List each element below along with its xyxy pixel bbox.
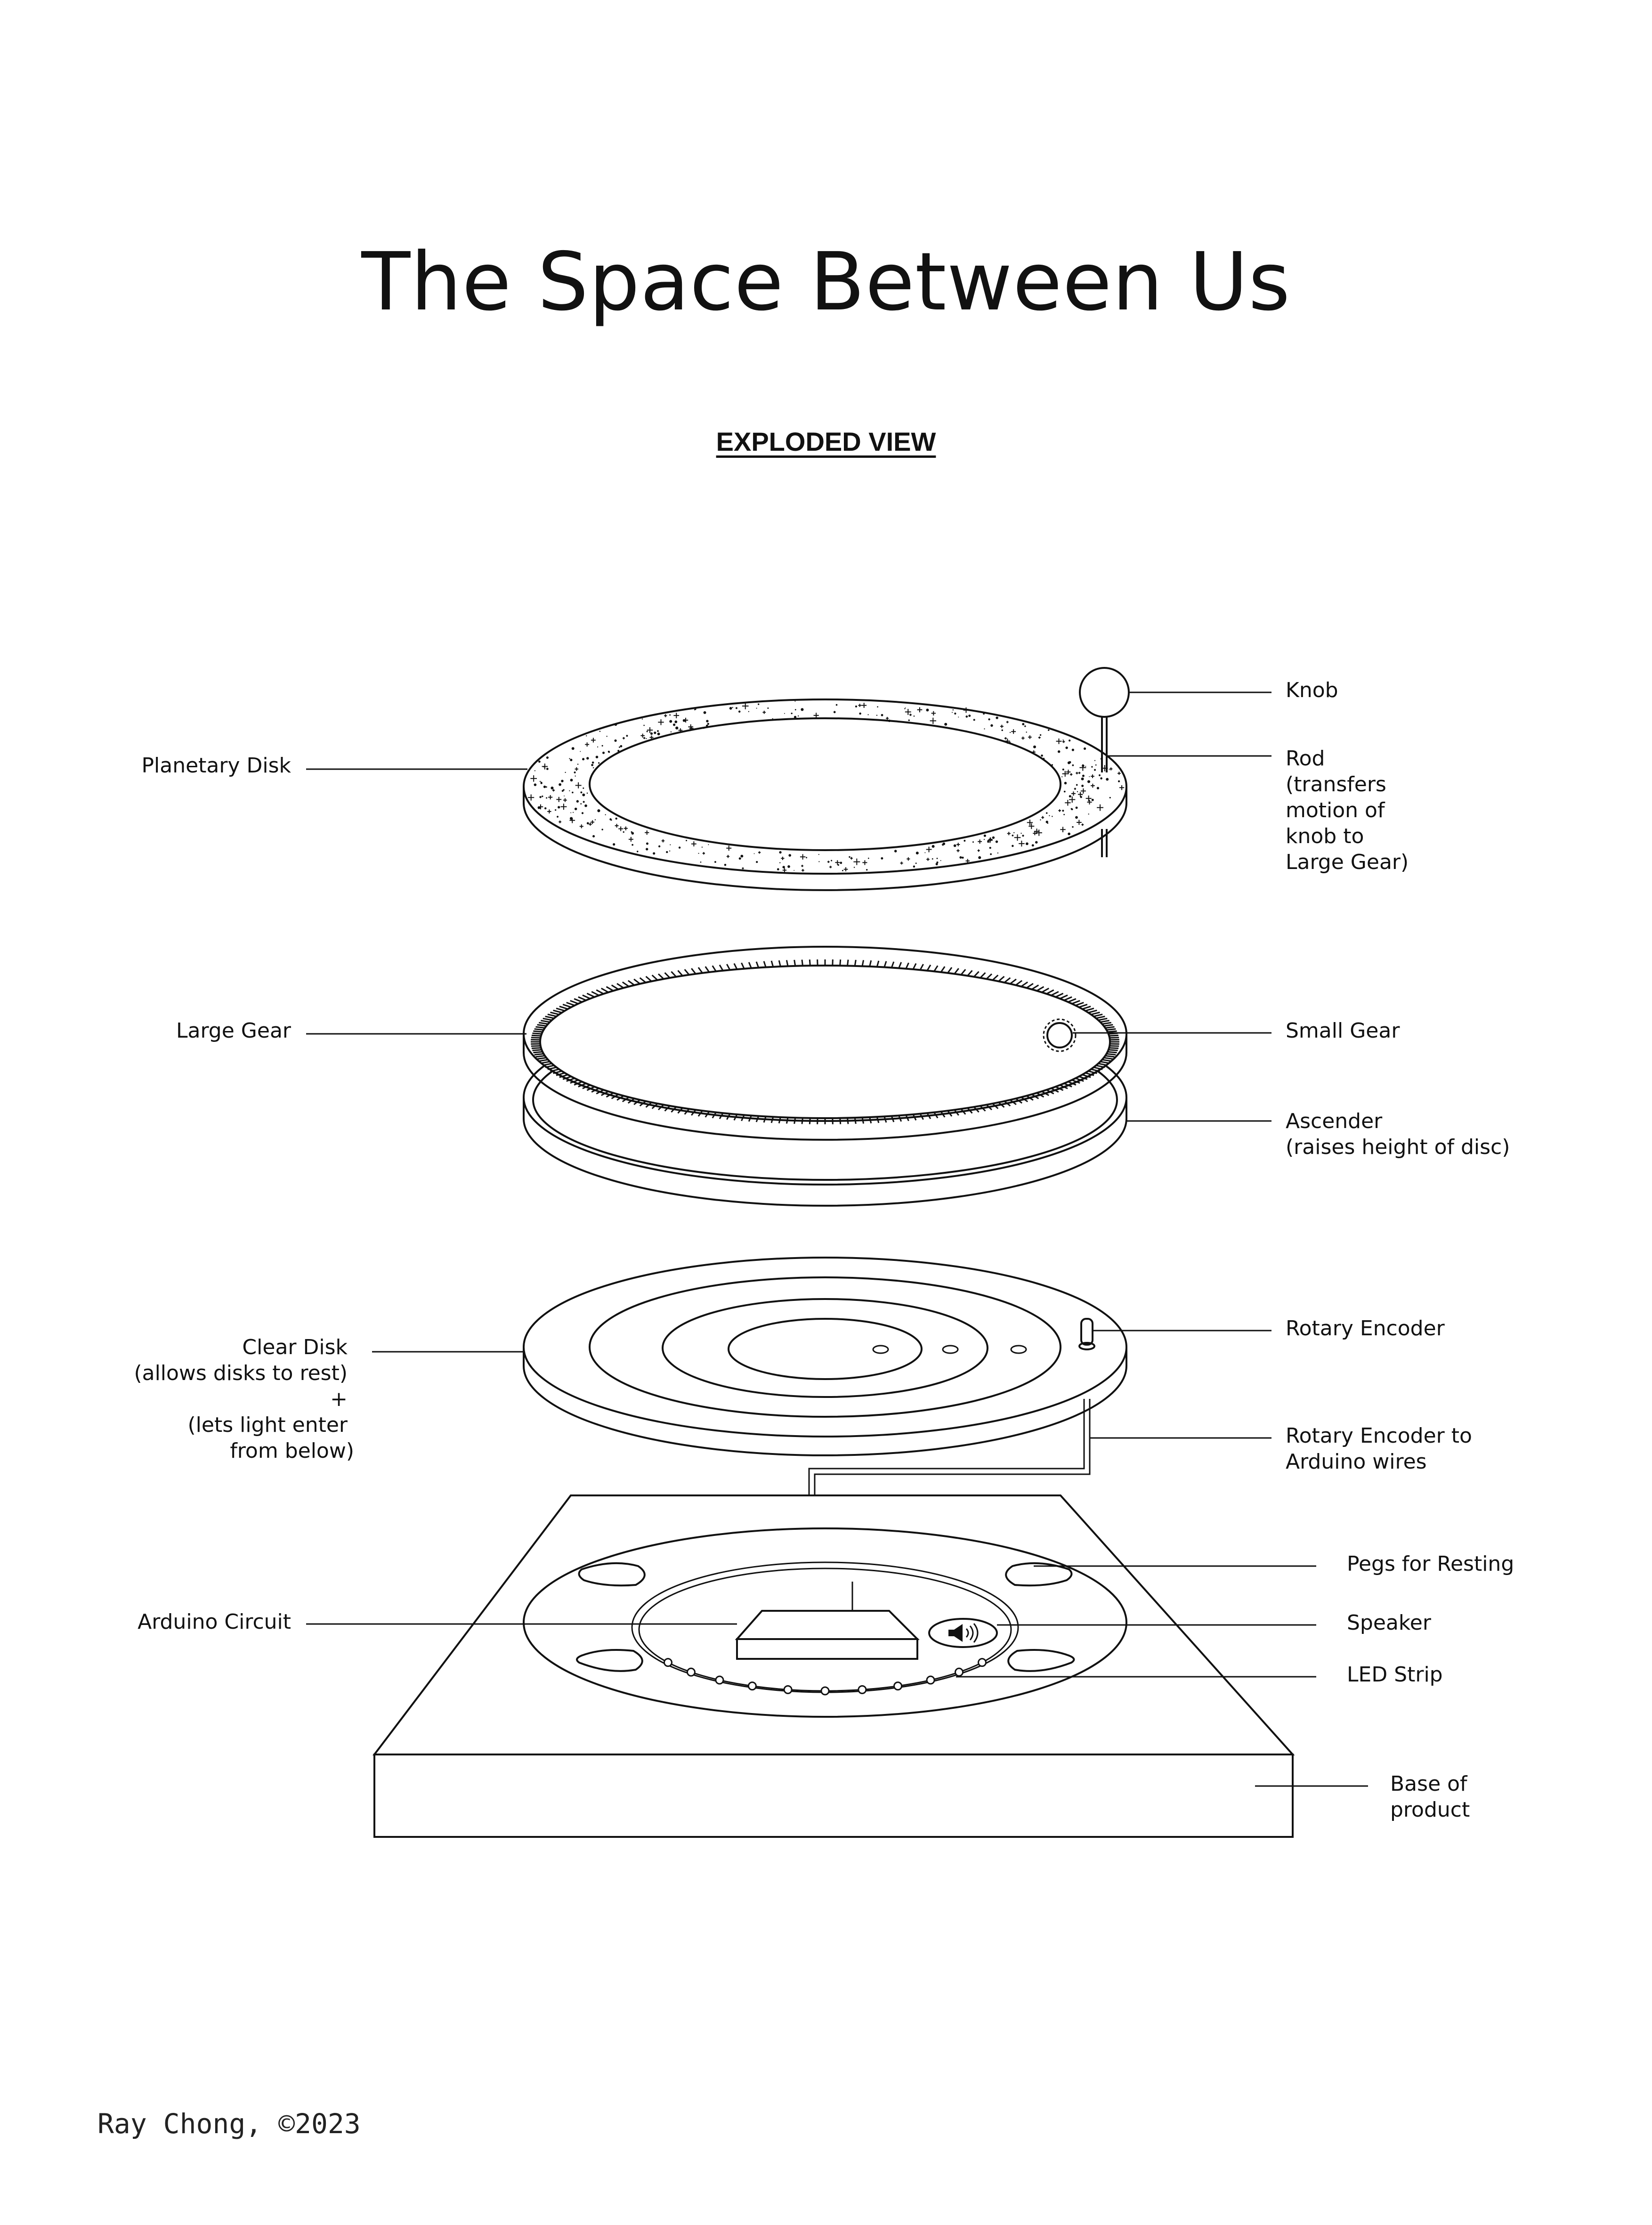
label-knob: Knob (1286, 678, 1338, 702)
label-arduino-circuit: Arduino Circuit (138, 1610, 291, 1634)
rotary-encoder (1078, 1318, 1095, 1350)
knob (1079, 667, 1130, 718)
label-ascender: Ascender (raises height of disc) (1286, 1109, 1510, 1159)
credit: Ray Chong, ©2023 (97, 2108, 361, 2140)
leader-lines (306, 691, 1368, 1787)
label-small-gear: Small Gear (1286, 1019, 1400, 1043)
planetary-disk (523, 698, 1127, 891)
label-rotary-encoder: Rotary Encoder (1286, 1316, 1445, 1340)
label-large-gear: Large Gear (176, 1019, 292, 1043)
label-pegs: Pegs for Resting (1347, 1552, 1514, 1576)
label-base: Base of product (1390, 1772, 1474, 1822)
page-title: The Space Between Us (361, 235, 1291, 329)
label-clear-disk: Clear Disk (allows disks to rest) + (let… (134, 1335, 354, 1463)
label-encoder-wires: Rotary Encoder to Arduino wires (1286, 1424, 1479, 1474)
label-speaker: Speaker (1347, 1611, 1432, 1635)
label-led-strip: LED Strip (1347, 1663, 1443, 1687)
small-gear (1043, 1018, 1077, 1052)
rod (1101, 715, 1108, 857)
speaker-icon (928, 1618, 998, 1648)
section-subtitle: EXPLODED VIEW (716, 427, 936, 456)
star-icon (528, 700, 1125, 872)
clear-disk (523, 1257, 1127, 1456)
led-strip (663, 1658, 987, 1696)
label-rod: Rod (transfers motion of knob to Large G… (1286, 747, 1409, 874)
label-planetary-disk: Planetary Disk (141, 754, 291, 778)
large-gear (523, 946, 1127, 1141)
base-of-product (372, 1494, 1295, 1838)
pegs-for-resting (576, 1562, 1075, 1672)
arduino-circuit (735, 1610, 920, 1660)
